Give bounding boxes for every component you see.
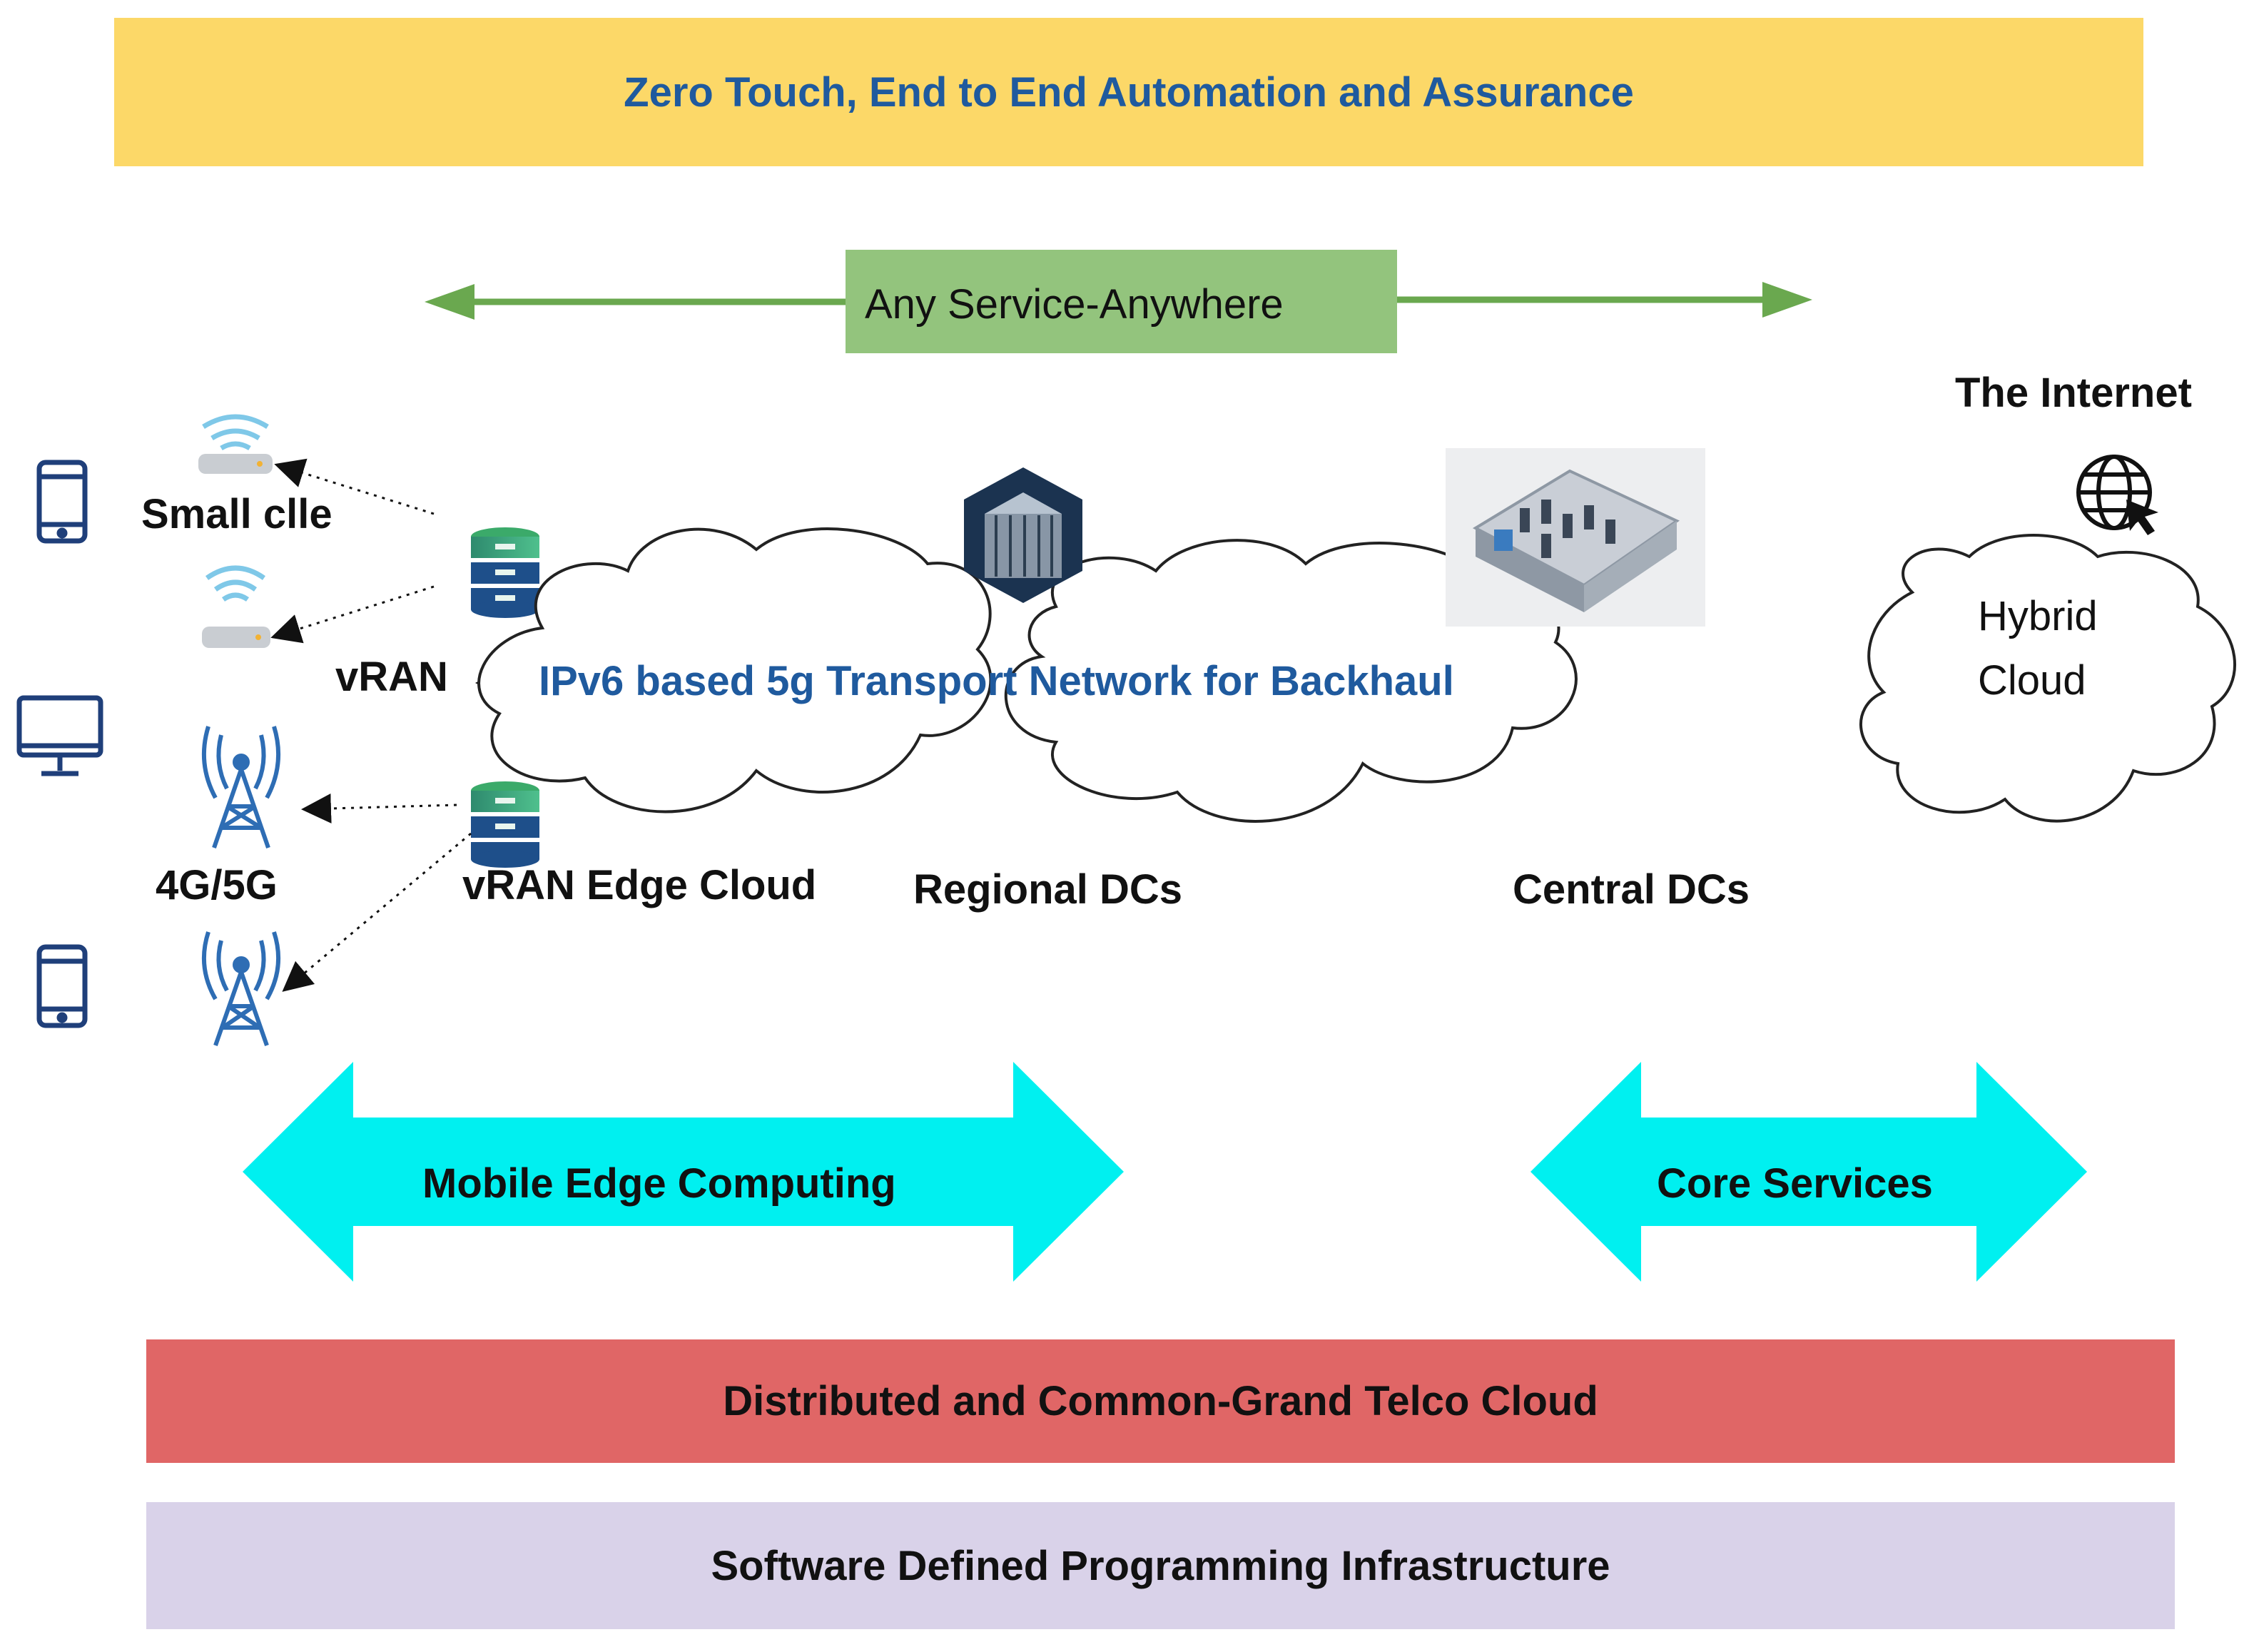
any-service-box xyxy=(846,250,1397,353)
regional-datacenter-icon xyxy=(964,467,1082,603)
transport-network-label: IPv6 based 5g Transport Network for Back… xyxy=(539,658,1454,704)
small-cell-access-point-icon xyxy=(202,565,270,648)
central-datacenter-icon xyxy=(1446,448,1705,627)
transport-cloud-right xyxy=(1004,539,1578,823)
sdn-infrastructure-text: Software Defined Programming Infrastruct… xyxy=(711,1542,1610,1589)
cellular-4g-5g-label: 4G/5G xyxy=(156,862,278,908)
hybrid-cloud-shape xyxy=(1859,534,2236,823)
the-internet-label: The Internet xyxy=(1955,370,2192,416)
regional-dcs-label: Regional DCs xyxy=(913,866,1183,913)
core-services-arrow xyxy=(1530,1062,2087,1282)
vran-server-icon xyxy=(471,781,539,868)
hybrid-cloud-line1: Hybrid xyxy=(1978,593,2098,639)
automation-assurance-text: Zero Touch, End to End Automation and As… xyxy=(624,69,1634,116)
telco-cloud-band: Distributed and Common-Grand Telco Cloud xyxy=(146,1339,2175,1463)
hybrid-cloud-line2: Cloud xyxy=(1978,657,2086,704)
automation-assurance-band: Zero Touch, End to End Automation and As… xyxy=(114,18,2143,166)
globe-icon xyxy=(2076,455,2152,530)
cell-tower-icon xyxy=(201,726,281,848)
central-dcs-label: Central DCs xyxy=(1513,866,1750,913)
transport-cloud-left xyxy=(477,527,993,814)
desktop-monitor-icon xyxy=(16,695,103,776)
dotted-link-arrows xyxy=(270,458,505,992)
small-cell-access-point-icon xyxy=(198,414,273,474)
vran-server-icon xyxy=(471,527,539,618)
vran-label: vRAN xyxy=(335,654,448,700)
cursor-icon xyxy=(2126,500,2158,535)
any-service-label: Any Service-Anywhere xyxy=(865,281,1284,328)
vran-edge-cloud-label: vRAN Edge Cloud xyxy=(462,862,817,908)
telco-cloud-text: Distributed and Common-Grand Telco Cloud xyxy=(723,1378,1598,1424)
mobile-edge-computing-arrow xyxy=(243,1062,1124,1282)
phone-icon xyxy=(36,460,88,544)
cell-tower-icon xyxy=(201,931,281,1046)
core-services-label: Core Services xyxy=(1657,1160,1933,1207)
phone-icon xyxy=(36,944,88,1028)
any-service-arrow xyxy=(425,250,1812,353)
small-cell-label: Small clle xyxy=(141,491,332,537)
mobile-edge-computing-label: Mobile Edge Computing xyxy=(422,1160,896,1207)
sdn-infrastructure-band: Software Defined Programming Infrastruct… xyxy=(146,1502,2175,1629)
